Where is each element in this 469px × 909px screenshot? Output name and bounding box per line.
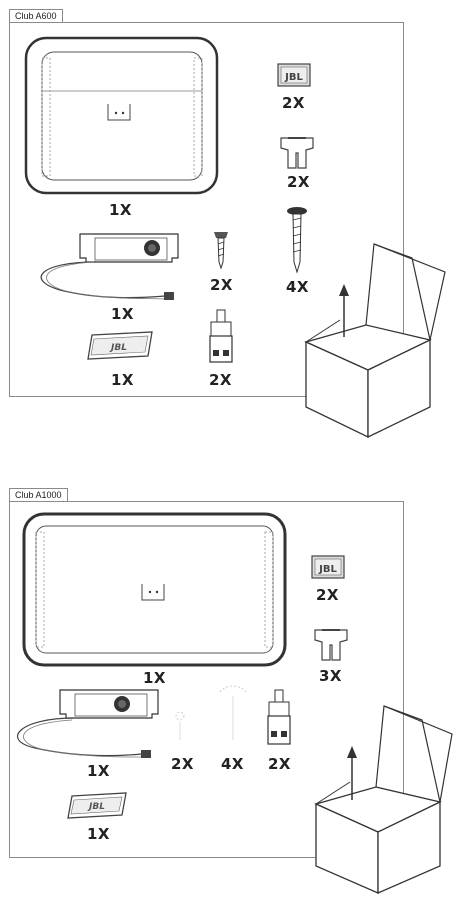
- logo-badge-text: JBL: [284, 72, 303, 83]
- connector-qty: 2X: [209, 371, 233, 389]
- remote-control-qty: 1X: [111, 305, 135, 323]
- long-screw-qty-a1000: 4X: [221, 755, 245, 773]
- kit-title-club-a1000: Club A1000: [9, 488, 68, 502]
- emblem-qty: 1X: [111, 371, 135, 389]
- connector-qty-a1000: 2X: [268, 755, 292, 773]
- remote-control-qty-a1000: 1X: [87, 762, 111, 780]
- amplifier-qty-a1000: 1X: [143, 669, 167, 687]
- emblem-text: JBL: [109, 343, 127, 353]
- kit-title-club-a600: Club A600: [9, 9, 63, 23]
- logo-badge-qty-a1000: 2X: [316, 586, 340, 604]
- fuse-qty-a1000: 3X: [319, 667, 343, 685]
- short-screw-qty-a1000: 2X: [171, 755, 195, 773]
- emblem-text-a1000: JBL: [87, 802, 105, 812]
- logo-badge-qty: 2X: [282, 94, 306, 112]
- amplifier-qty: 1X: [109, 201, 133, 219]
- fuse-qty: 2X: [287, 173, 311, 191]
- short-screw-qty: 2X: [210, 276, 234, 294]
- emblem-qty-a1000: 1X: [87, 825, 111, 843]
- long-screw-qty: 4X: [286, 278, 310, 296]
- logo-badge-text-a1000: JBL: [318, 564, 337, 575]
